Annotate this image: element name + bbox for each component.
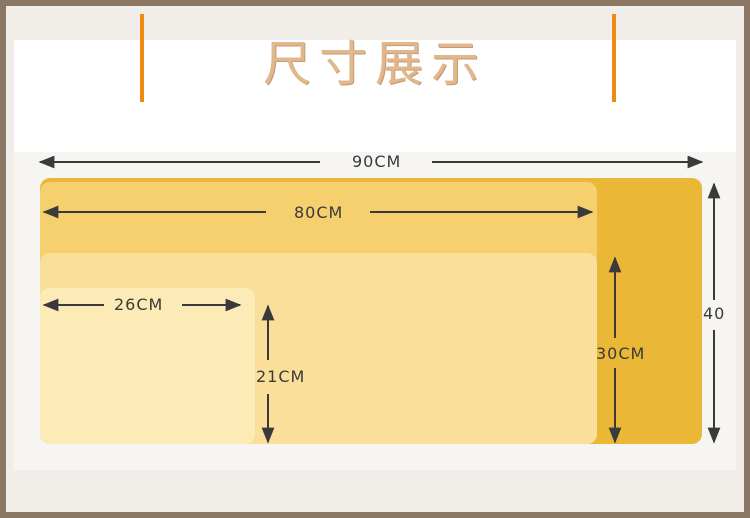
header-right-bar xyxy=(612,14,616,102)
label-21cm: 21CM xyxy=(256,367,306,386)
label-80cm: 80CM xyxy=(294,203,344,222)
label-40: 40 xyxy=(703,304,726,323)
label-26cm: 26CM xyxy=(114,295,164,314)
label-30cm: 30CM xyxy=(596,344,646,363)
page-title: 尺寸展示 xyxy=(262,36,487,92)
mat-26x21 xyxy=(40,288,255,444)
header-left-bar xyxy=(140,14,144,102)
label-90cm: 90CM xyxy=(352,152,402,171)
